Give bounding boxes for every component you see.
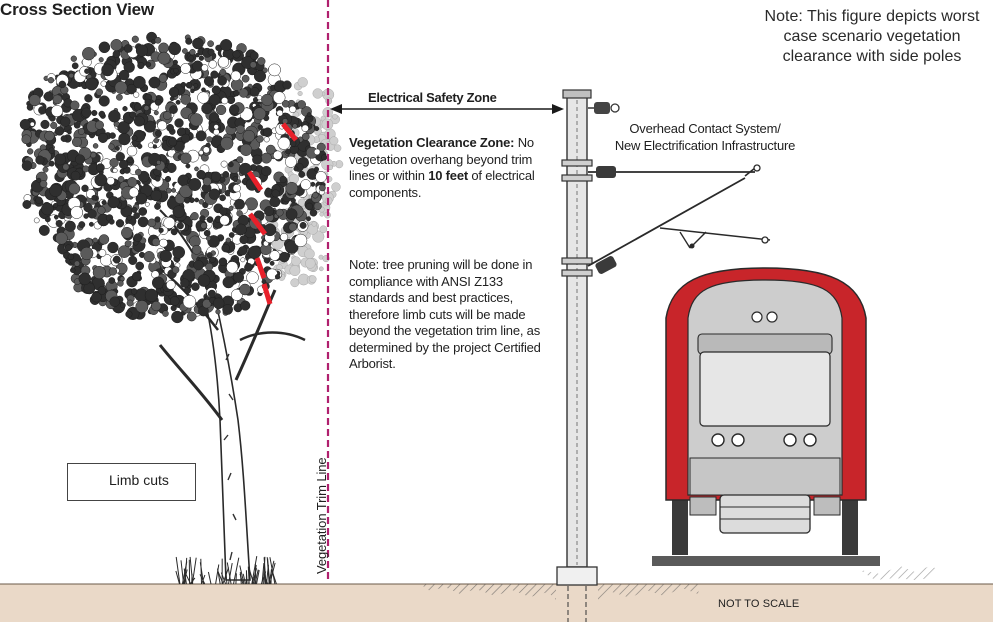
vegetation-trim-line-label: Vegetation Trim Line: [314, 457, 329, 574]
vegetation-clearance-text: Vegetation Clearance Zone: No vegetation…: [349, 135, 559, 201]
scale-note: NOT TO SCALE: [718, 598, 799, 610]
safety-zone-arrow: [330, 104, 564, 114]
vegetation-clearance-distance: 10 feet: [428, 168, 468, 183]
ground: [0, 566, 993, 622]
ocs-label-line2: New Electrification Infrastructure: [590, 137, 820, 154]
ocs-label: Overhead Contact System/ New Electrifica…: [590, 120, 820, 154]
train: [652, 268, 880, 566]
legend-label: Limb cuts: [109, 472, 169, 488]
top-note: Note: This figure depicts worst case sce…: [752, 7, 992, 67]
overhead-contact-system: [588, 165, 770, 275]
ocs-label-line1: Overhead Contact System/: [590, 120, 820, 137]
diagram-title: Cross Section View: [0, 0, 154, 20]
tree: [20, 32, 327, 584]
pruning-note: Note: tree pruning will be done in compl…: [349, 257, 559, 373]
vegetation-clearance-heading: Vegetation Clearance Zone:: [349, 135, 514, 150]
electrical-safety-zone-label: Electrical Safety Zone: [368, 90, 497, 105]
